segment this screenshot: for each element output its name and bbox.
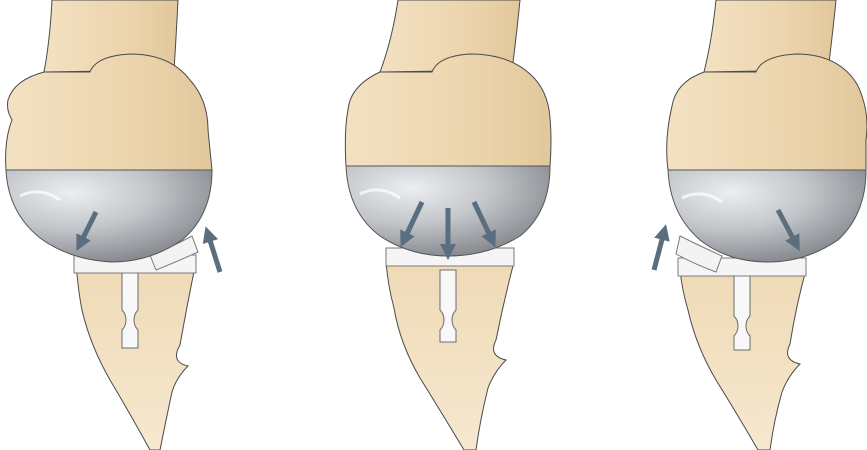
femur-condyle-right bbox=[667, 54, 867, 170]
force-arrow-up-left bbox=[654, 232, 664, 270]
tibial-stem-right bbox=[734, 276, 750, 350]
femur-condyle-center bbox=[345, 54, 551, 166]
force-arrow-up-right bbox=[208, 234, 220, 272]
panel-left bbox=[6, 0, 220, 450]
panel-right bbox=[654, 0, 867, 450]
tibial-stem-center bbox=[440, 270, 456, 342]
panel-center bbox=[345, 0, 551, 450]
femur-condyle-left bbox=[6, 54, 212, 170]
tibial-stem-left bbox=[122, 270, 138, 348]
